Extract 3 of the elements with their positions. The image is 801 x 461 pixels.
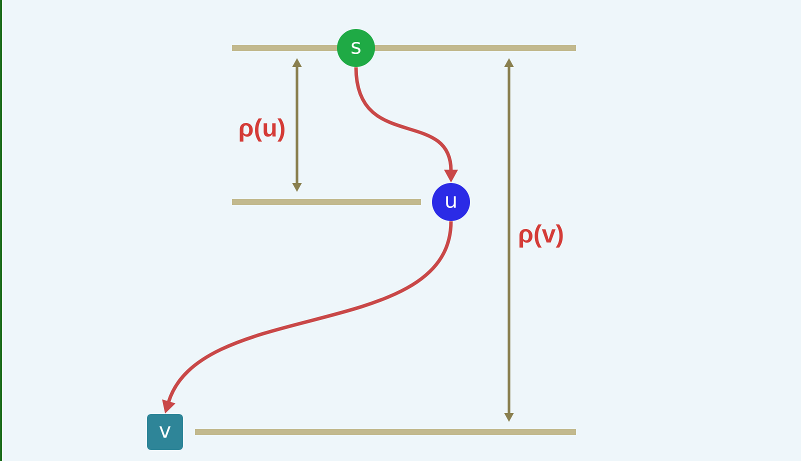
- dimension-label: ρ(v): [519, 224, 563, 248]
- dimension-label: ρ(u): [240, 118, 284, 142]
- vertex-square: v: [147, 414, 183, 450]
